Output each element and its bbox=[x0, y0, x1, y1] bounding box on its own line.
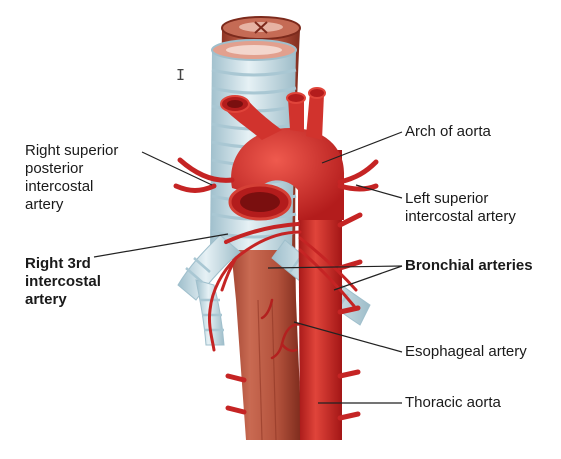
label-line: intercostal artery bbox=[405, 208, 516, 225]
right-3rd-intercostal-vessel bbox=[224, 222, 300, 244]
label-right-superior-posterior-intercostal: Right superior posterior intercostal art… bbox=[25, 142, 118, 214]
leader-bronchial-2 bbox=[333, 265, 403, 291]
label-line: intercostal bbox=[25, 273, 101, 290]
label-left-superior-intercostal: Left superior intercostal artery bbox=[405, 190, 516, 226]
label-line: Right superior bbox=[25, 142, 119, 159]
superior-intercostal-arteries bbox=[173, 157, 379, 193]
esophageal-arteries-vessels bbox=[260, 298, 304, 360]
label-line: posterior bbox=[25, 160, 84, 177]
label-line: artery bbox=[25, 196, 64, 213]
aortic-arch bbox=[220, 87, 345, 221]
thoracic-aorta-vessel bbox=[225, 150, 363, 440]
leader-esophageal bbox=[293, 321, 403, 353]
label-thoracic-aorta: Thoracic aorta bbox=[405, 394, 501, 411]
leader-right-3rd bbox=[93, 233, 229, 258]
leader-lines bbox=[93, 131, 403, 404]
label-line: Right 3rd bbox=[25, 255, 91, 272]
leader-left-superior bbox=[355, 184, 403, 199]
label-line: artery bbox=[25, 291, 67, 308]
leader-right-superior bbox=[141, 151, 213, 186]
label-bronchial-arteries: Bronchial arteries bbox=[405, 257, 533, 274]
label-arch-of-aorta: Arch of aorta bbox=[405, 123, 491, 140]
leader-bronchial-1 bbox=[267, 265, 403, 269]
label-right-3rd-intercostal: Right 3rd intercostal artery bbox=[25, 255, 101, 309]
label-esophageal-artery: Esophageal artery bbox=[405, 343, 527, 360]
label-line: Left superior bbox=[405, 190, 489, 207]
leader-arch bbox=[321, 131, 403, 164]
label-line: intercostal bbox=[25, 178, 94, 195]
text-cursor-icon: I bbox=[176, 66, 186, 84]
